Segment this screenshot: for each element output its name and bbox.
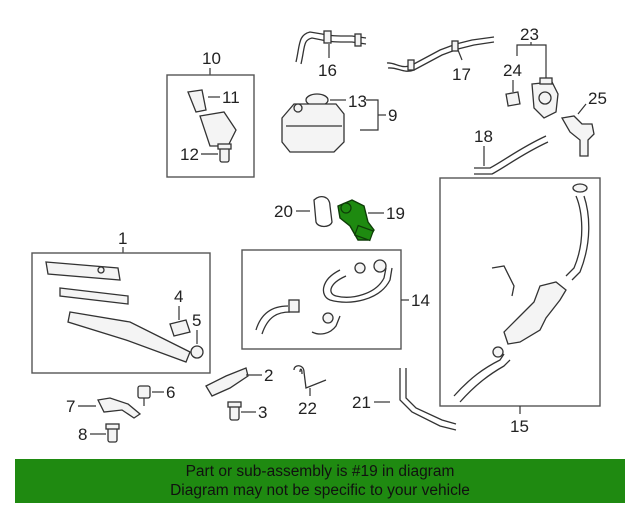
callout-17[interactable]: 17 (452, 65, 471, 84)
part-14-hose-assembly[interactable] (255, 259, 393, 335)
part-8-bolt[interactable] (105, 423, 120, 443)
info-banner: Part or sub-assembly is #19 in diagram D… (15, 459, 625, 503)
callout-4[interactable]: 4 (174, 287, 183, 306)
callout-11[interactable]: 11 (222, 88, 240, 107)
callout-16[interactable]: 16 (318, 61, 337, 80)
callout-22[interactable]: 22 (298, 399, 317, 418)
callout-24[interactable]: 24 (503, 61, 522, 80)
part-19-highlighted-component[interactable] (337, 199, 375, 242)
callout-3[interactable]: 3 (258, 403, 267, 422)
callout-20[interactable]: 20 (274, 202, 293, 221)
part-25-fitting[interactable] (560, 115, 595, 157)
callout-2[interactable]: 2 (264, 366, 273, 385)
callout-18[interactable]: 18 (474, 127, 493, 146)
part-4-clip[interactable] (169, 319, 191, 337)
callout-8[interactable]: 8 (78, 425, 87, 444)
callout-21[interactable]: 21 (352, 393, 371, 412)
box-group-1 (31, 252, 211, 374)
box-group-15 (439, 177, 601, 407)
callout-12[interactable]: 12 (180, 145, 199, 164)
callout-7[interactable]: 7 (66, 397, 75, 416)
part-24-gasket[interactable] (505, 91, 521, 107)
part-3-bolt[interactable] (227, 401, 242, 421)
callout-23[interactable]: 23 (520, 25, 539, 44)
banner-line-2: Diagram may not be specific to your vehi… (170, 482, 470, 499)
callout-15[interactable]: 15 (510, 417, 529, 436)
part-17-pipe[interactable] (386, 36, 495, 72)
part-23-thermostat-housing[interactable] (531, 77, 559, 119)
callout-25[interactable]: 25 (588, 89, 607, 108)
banner-line-1: Part or sub-assembly is #19 in diagram (185, 463, 455, 480)
callout-6[interactable]: 6 (166, 383, 175, 402)
leader-17 (457, 49, 463, 61)
part-11-bracket[interactable] (187, 89, 237, 147)
callout-9[interactable]: 9 (388, 106, 397, 125)
callout-5[interactable]: 5 (192, 311, 201, 330)
part-6-clip[interactable] (137, 385, 151, 406)
callout-14[interactable]: 14 (411, 291, 430, 310)
part-2-bracket[interactable] (205, 367, 249, 397)
part-7-bracket[interactable] (97, 397, 142, 419)
callout-13[interactable]: 13 (348, 92, 367, 111)
leader-25 (577, 103, 587, 115)
part-1-radiator-support[interactable] (45, 261, 191, 363)
part-9-coolant-reservoir[interactable] (281, 103, 345, 153)
callout-19[interactable]: 19 (386, 204, 405, 223)
box-group-10 (166, 74, 255, 178)
part-16-hose[interactable] (295, 30, 367, 65)
callout-1[interactable]: 1 (118, 229, 127, 248)
bracket-23 (516, 44, 547, 50)
part-12-bolt[interactable] (217, 143, 232, 163)
part-22-clip[interactable] (293, 365, 327, 389)
callout-10[interactable]: 10 (202, 49, 221, 68)
part-15-hose-assembly[interactable] (453, 183, 590, 403)
part-5-grommet[interactable] (190, 345, 204, 359)
part-18-hose[interactable] (474, 135, 549, 175)
part-20-gasket[interactable] (313, 195, 333, 228)
part-21-pipe[interactable] (399, 368, 457, 431)
